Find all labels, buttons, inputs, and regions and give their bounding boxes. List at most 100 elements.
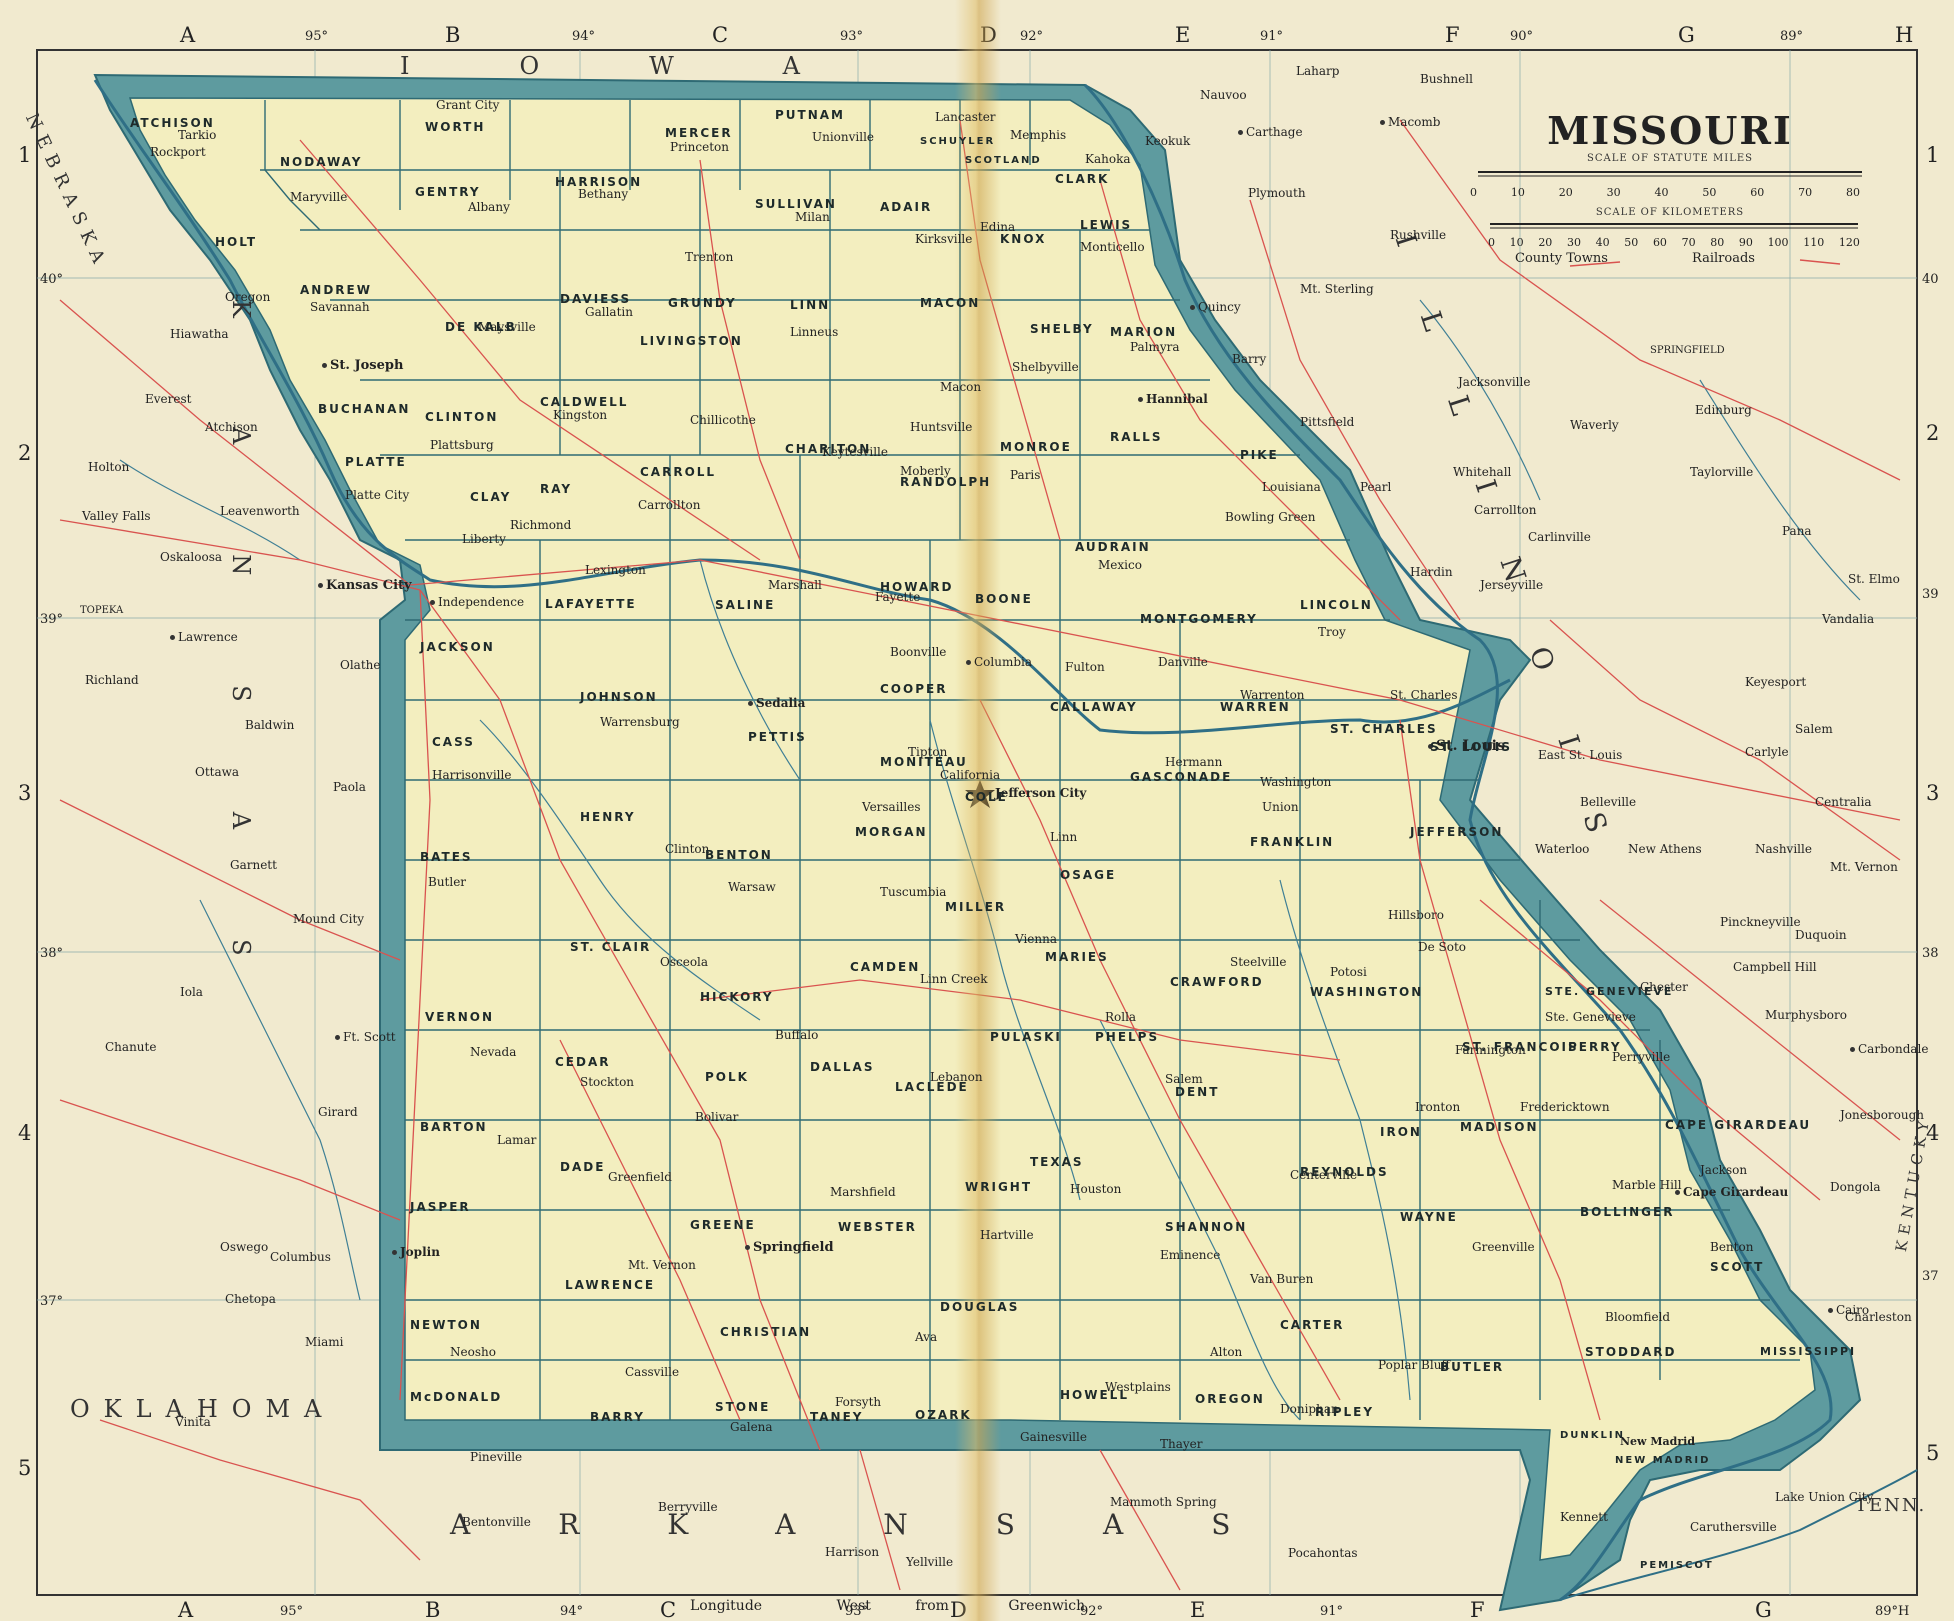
grid-letter: F <box>1470 1598 1485 1621</box>
county-label: LEWIS <box>1080 218 1133 232</box>
region-iowa: IOWA <box>400 52 910 80</box>
county-label: CHRISTIAN <box>720 1325 812 1339</box>
scale-tick: 100 <box>1767 236 1789 249</box>
grid-number: 5 <box>18 1456 31 1480</box>
county-label: OSAGE <box>1060 868 1117 882</box>
city-mt-vernon: Mt. Vernon <box>628 1258 696 1272</box>
scale-tick: 0 <box>1470 186 1477 199</box>
city-pearl: Pearl <box>1360 480 1392 494</box>
grid-number: 4 <box>18 1121 31 1145</box>
county-label: LAWRENCE <box>565 1278 656 1292</box>
city-springfield-il: SPRINGFIELD <box>1650 345 1725 356</box>
city-macomb: Macomb <box>1380 115 1440 129</box>
city-tipton: Tipton <box>908 745 948 759</box>
city-perryville: Perryville <box>1612 1050 1671 1064</box>
city-atchison: Atchison <box>205 420 258 434</box>
county-label: GREENE <box>690 1218 756 1232</box>
city-pinckneyville: Pinckneyville <box>1720 915 1801 929</box>
county-label: LACLEDE <box>895 1080 969 1094</box>
city-ottawa: Ottawa <box>195 765 240 779</box>
county-label: CLAY <box>470 490 512 504</box>
city-kingston: Kingston <box>553 408 608 422</box>
county-label: SHANNON <box>1165 1220 1248 1234</box>
county-label: BARTON <box>420 1120 488 1134</box>
city-lancaster: Lancaster <box>935 110 996 124</box>
city-lamar: Lamar <box>497 1133 537 1147</box>
county-label: HOWARD <box>880 580 954 594</box>
city-rolla: Rolla <box>1105 1010 1137 1024</box>
county-label: CLARK <box>1055 172 1110 186</box>
county-label: NODAWAY <box>280 155 363 169</box>
city-keokuk: Keokuk <box>1145 134 1191 148</box>
city-new-madrid: New Madrid <box>1620 1435 1696 1448</box>
city-cape-girardeau: Cape Girardeau <box>1675 1185 1788 1199</box>
county-label: LINCOLN <box>1300 598 1373 612</box>
county-label: MARIES <box>1045 950 1109 964</box>
city-carrollton-mo: Carrollton <box>638 498 701 512</box>
county-label: DAVIESS <box>560 292 632 306</box>
county-label: BENTON <box>705 848 773 862</box>
scale-tick: 40 <box>1654 186 1669 199</box>
city-maryville: Maryville <box>290 190 348 204</box>
city-maysville: Maysville <box>478 320 536 334</box>
city-hermann: Hermann <box>1165 755 1223 769</box>
region-oklahoma: OKLAHOMA <box>70 1395 336 1423</box>
city-duquoin: Duquoin <box>1795 928 1847 942</box>
scale-tick: 80 <box>1710 236 1725 249</box>
city-oskaloosa: Oskaloosa <box>160 550 223 564</box>
city-hartville: Hartville <box>980 1228 1034 1242</box>
city-st-elmo: St. Elmo <box>1848 572 1900 586</box>
city-platte-city: Platte City <box>345 488 410 502</box>
city-moberly: Moberly <box>900 464 951 478</box>
grid-degree: 93° <box>840 29 863 44</box>
city-pana: Pana <box>1782 524 1812 538</box>
scale-tick: 30 <box>1606 186 1621 199</box>
scale-tick: 70 <box>1681 236 1696 249</box>
city-carlyle: Carlyle <box>1745 745 1789 759</box>
county-label: ST. CHARLES <box>1330 722 1438 736</box>
grid-number: 3 <box>1926 781 1939 805</box>
city-danville: Danville <box>1158 655 1208 669</box>
grid-degree: 95° <box>305 29 328 44</box>
city-keytesville: Keytesville <box>822 445 888 459</box>
city-dongola: Dongola <box>1830 1180 1881 1194</box>
city-nevada: Nevada <box>470 1045 517 1059</box>
city-fort-scott: Ft. Scott <box>335 1030 396 1044</box>
longitude-footer: Longitude West from Greenwich <box>690 1598 1085 1614</box>
city-independence: Independence <box>430 595 524 609</box>
grid-number: 2 <box>18 441 31 465</box>
city-salem-il: Salem <box>1795 722 1833 736</box>
city-harrison: Harrison <box>825 1545 880 1559</box>
city-butler: Butler <box>428 875 467 889</box>
city-buffalo: Buffalo <box>775 1028 819 1042</box>
city-pocahontas: Pocahontas <box>1288 1546 1358 1560</box>
scale-tick: 60 <box>1652 236 1667 249</box>
city-bushnell: Bushnell <box>1420 72 1473 86</box>
city-fredericktown: Fredericktown <box>1520 1100 1610 1114</box>
city-shelbyville: Shelbyville <box>1012 360 1079 374</box>
county-label: NEW MADRID <box>1615 1455 1711 1466</box>
county-label: SCHUYLER <box>920 136 996 147</box>
grid-letters-top: A B C D E F G H 95° 94° 93° 92° 91° 90° … <box>179 23 1913 47</box>
city-warsaw: Warsaw <box>728 880 776 894</box>
city-paola: Paola <box>333 780 366 794</box>
city-richmond: Richmond <box>510 518 572 532</box>
county-label: CASS <box>432 735 475 749</box>
city-berryville: Berryville <box>658 1500 718 1514</box>
county-label: BATES <box>420 850 473 864</box>
city-linn: Linn <box>1050 830 1078 844</box>
grid-letter: B <box>425 1598 440 1621</box>
city-valley-falls: Valley Falls <box>82 509 151 523</box>
city-pineville: Pineville <box>470 1450 523 1464</box>
city-doniphan: Doniphan <box>1280 1402 1339 1416</box>
county-label: DOUGLAS <box>940 1300 1020 1314</box>
miles-scale-label: SCALE OF STATUTE MILES <box>1586 153 1754 164</box>
scale-tick: 20 <box>1538 236 1553 249</box>
legend-railroads: Railroads <box>1692 251 1755 266</box>
city-joplin: Joplin <box>392 1245 440 1259</box>
county-label: CRAWFORD <box>1170 975 1264 989</box>
city-neosho: Neosho <box>450 1345 496 1359</box>
county-label: COLE <box>965 790 1008 804</box>
city-kahoka: Kahoka <box>1085 152 1131 166</box>
scale-tick: 50 <box>1624 236 1639 249</box>
